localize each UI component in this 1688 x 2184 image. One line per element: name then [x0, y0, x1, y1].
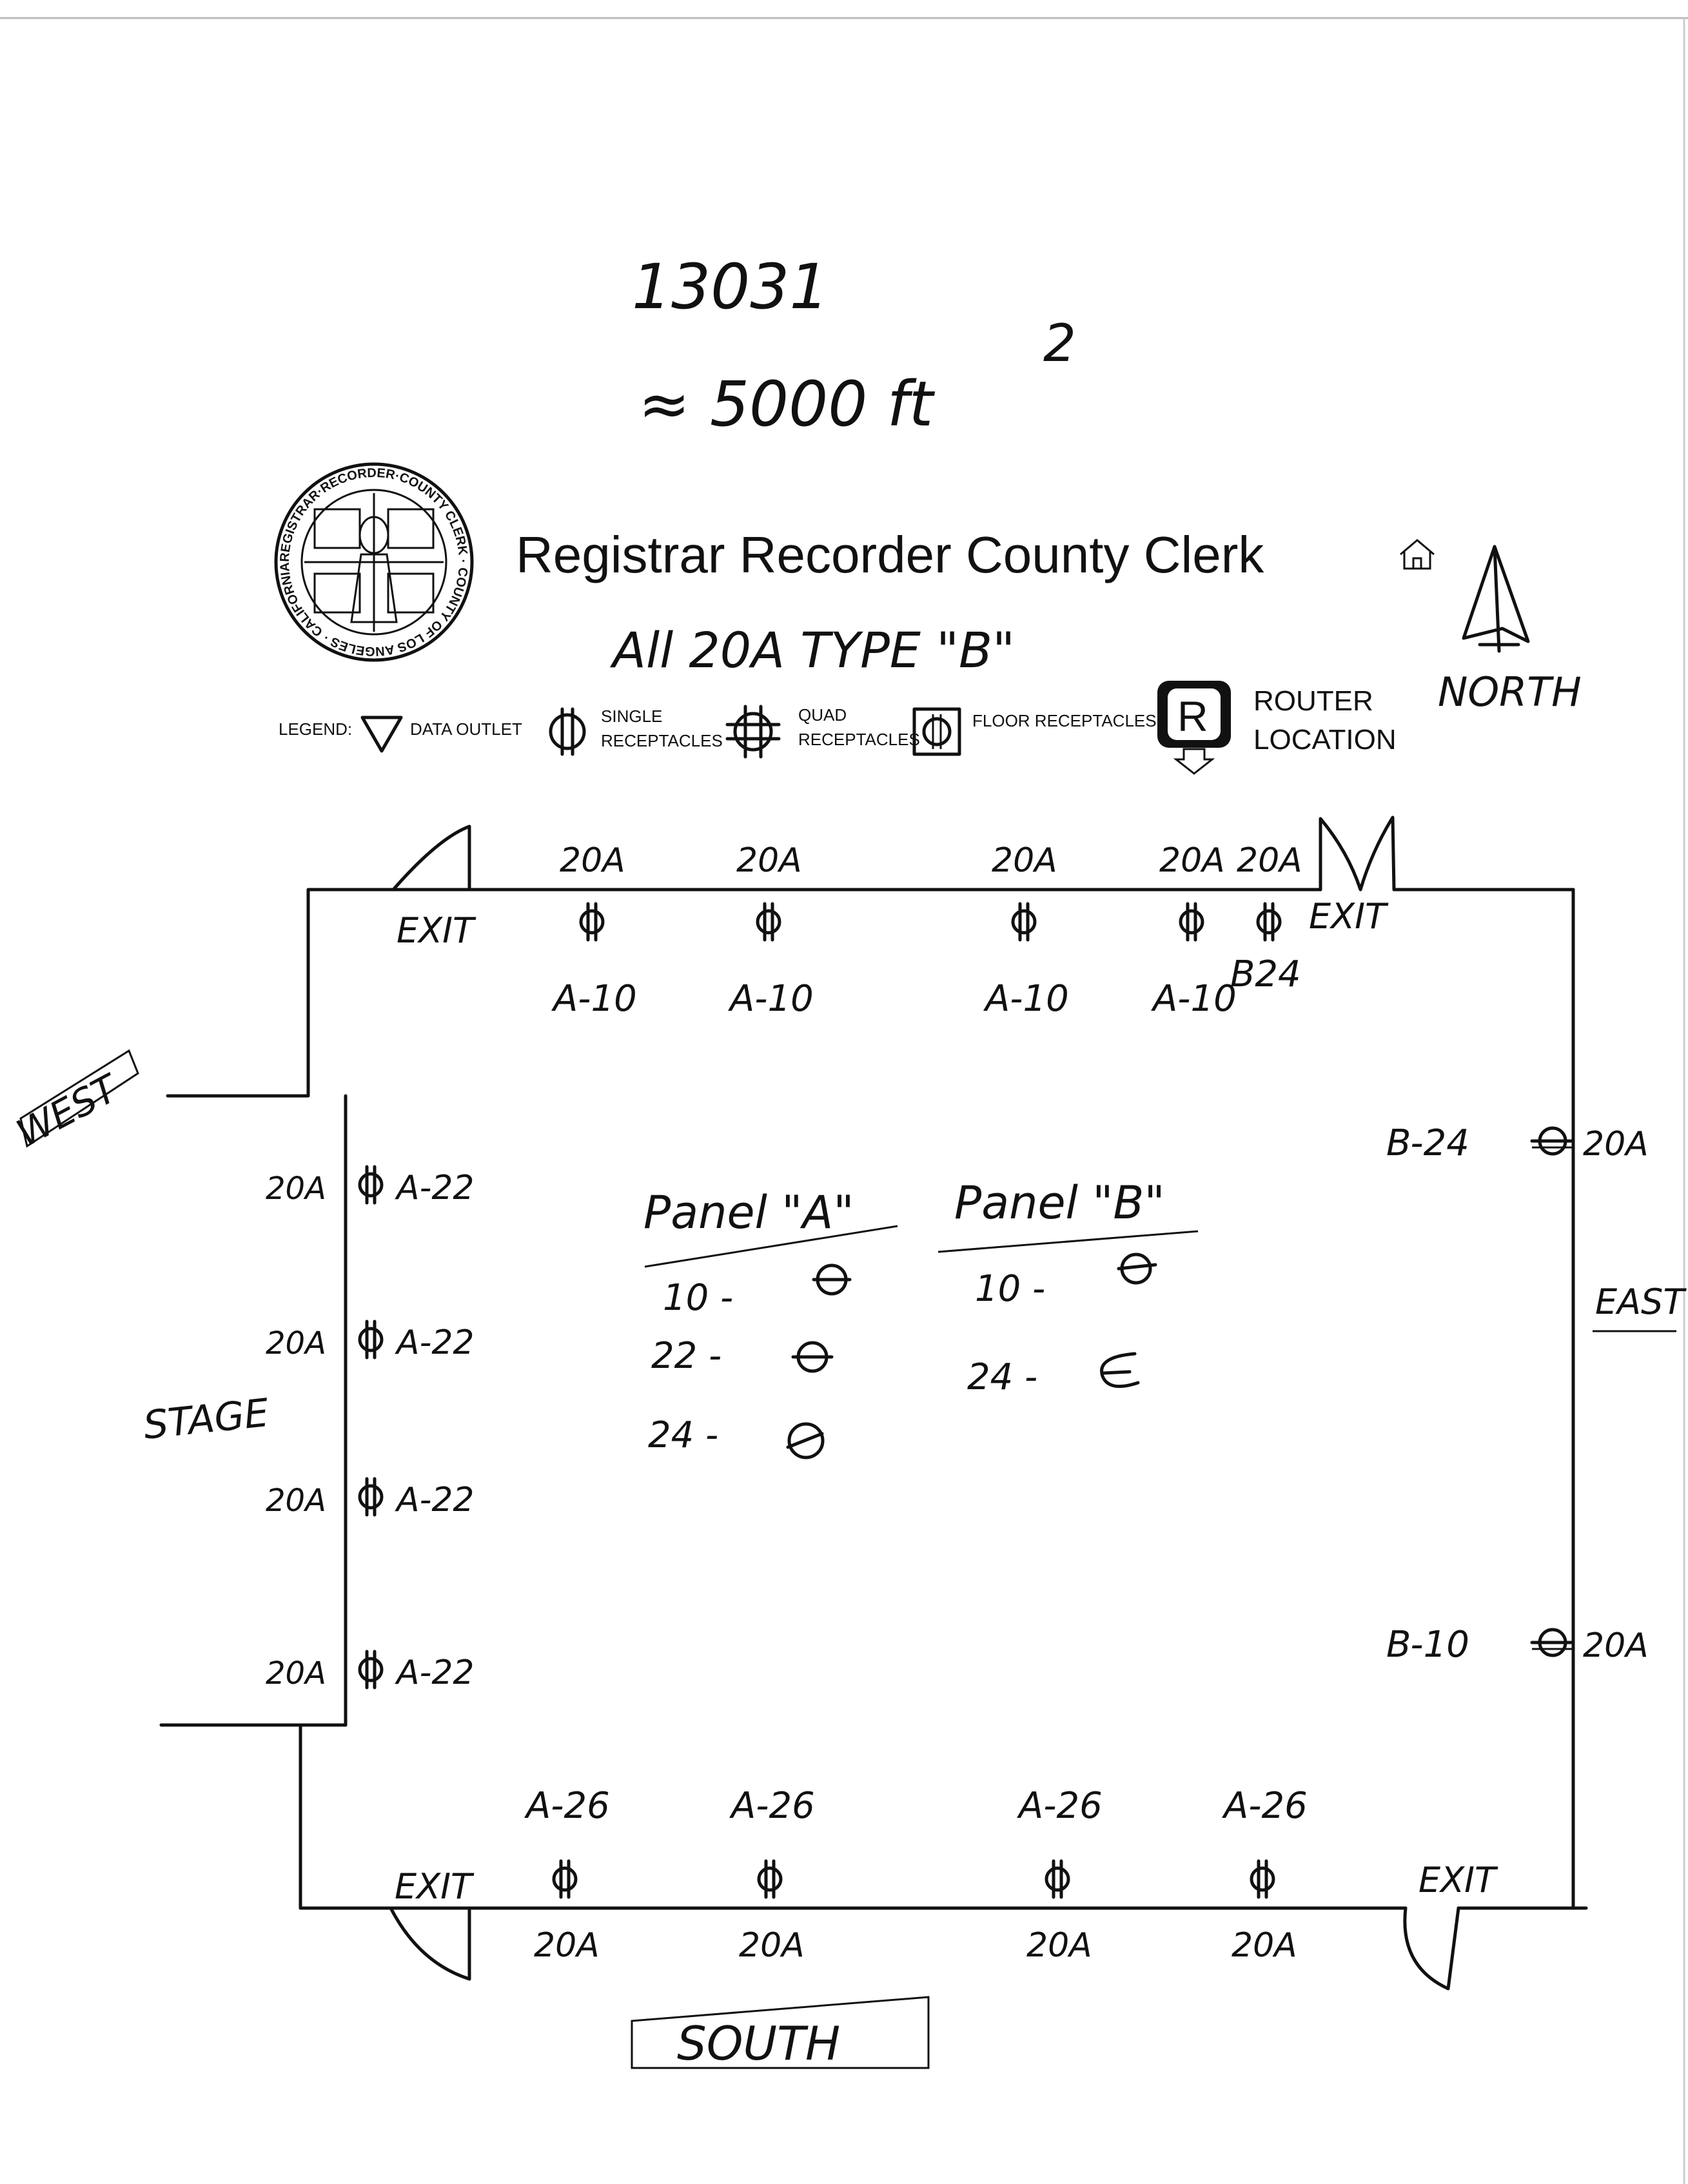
- west-receptacle-icon: [358, 1477, 384, 1517]
- panel-b-title: Panel "B": [954, 1176, 1165, 1229]
- panel-marks: [786, 1253, 1157, 1459]
- svg-text:24 -: 24 -: [967, 1356, 1037, 1398]
- svg-text:ROUTER: ROUTER: [1253, 685, 1373, 717]
- svg-text:RECEPTACLES: RECEPTACLES: [798, 730, 920, 749]
- exit-ne: EXIT: [1309, 896, 1389, 937]
- south-amp-label: 20A: [1232, 1926, 1297, 1965]
- north-amp-label: 20A: [560, 841, 625, 880]
- svg-text:RECEPTACLES: RECEPTACLES: [601, 731, 723, 750]
- west-receptacle-icon: [358, 1165, 384, 1205]
- south-receptacle-icon: [552, 1859, 578, 1899]
- south-receptacle-icon: [1045, 1859, 1070, 1899]
- west-amp-label: 20A: [266, 1325, 326, 1361]
- svg-text:24 -: 24 -: [648, 1414, 718, 1456]
- east-receptacle-icon: [1530, 1628, 1575, 1657]
- floor-mark: [1117, 1253, 1157, 1285]
- south-circuit-label: A-26: [524, 1785, 610, 1827]
- router-location-icon: [1157, 681, 1231, 775]
- west-amp-label: 20A: [266, 1483, 326, 1519]
- exit-sw: EXIT: [395, 1866, 475, 1907]
- west-circuit-label: A-22: [395, 1169, 475, 1207]
- svg-text:LOCATION: LOCATION: [1253, 724, 1397, 756]
- floor-receptacle-icon: [912, 707, 961, 756]
- north-circuit-label: A-10: [983, 978, 1069, 1020]
- svg-text:22 -: 22 -: [651, 1335, 721, 1377]
- south-circuit-label: A-26: [1017, 1785, 1103, 1827]
- exit-nw: EXIT: [397, 910, 476, 951]
- area-exponent: 2: [1043, 313, 1076, 373]
- east-receptacle-icon: [1530, 1126, 1575, 1156]
- south-circuit-label: A-26: [729, 1785, 815, 1827]
- west-circuit-label: A-22: [395, 1653, 475, 1692]
- floor-mark: [791, 1341, 834, 1373]
- south-circuit-label: A-26: [1222, 1785, 1308, 1827]
- north-arrow-icon: [1462, 545, 1530, 653]
- room-walls: [159, 815, 1588, 1991]
- router-letter: R: [1177, 692, 1208, 740]
- svg-text:10 -: 10 -: [975, 1268, 1045, 1310]
- south-receptacle-icon: [1250, 1859, 1275, 1899]
- west-circuit-label: A-22: [395, 1481, 475, 1519]
- west-receptacle-icon: [358, 1320, 384, 1360]
- east-circuit-label: B-24: [1386, 1122, 1469, 1164]
- north-receptacle-icon: [1256, 902, 1282, 942]
- north-amp-label: 20A: [1159, 841, 1225, 880]
- panel-a-title: Panel "A": [643, 1186, 854, 1239]
- west-label: WEST: [10, 1065, 128, 1155]
- east-label: EAST: [1595, 1282, 1687, 1322]
- svg-text:DATA OUTLET: DATA OUTLET: [410, 719, 522, 739]
- north-amp-label: 20A: [992, 841, 1057, 880]
- panel-b-schedule: Panel "B" 10 - 24 -: [937, 1176, 1199, 1398]
- west-receptacle-icon: [358, 1650, 384, 1690]
- floor-mark: [1102, 1370, 1132, 1375]
- exit-se: EXIT: [1418, 1860, 1498, 1900]
- north-circuit-label: B24: [1230, 953, 1301, 995]
- panel-a-schedule: Panel "A" 10 - 22 - 24 -: [643, 1186, 898, 1456]
- svg-text:10 -: 10 -: [663, 1277, 733, 1319]
- west-label-box: [19, 1049, 139, 1148]
- north-amp-label: 20A: [1237, 841, 1302, 880]
- legend: LEGEND: DATA OUTLET SINGLE RECEPTACLES Q…: [279, 681, 1397, 775]
- north-circuit-label: A-10: [551, 978, 637, 1020]
- south-label: SOUTH: [677, 2016, 840, 2071]
- north-receptacle-icon: [756, 902, 781, 942]
- org-title: Registrar Recorder County Clerk: [516, 526, 1264, 583]
- south-label-box: [631, 1996, 930, 2069]
- north-receptacle-icon: [579, 902, 605, 942]
- quad-receptacle-icon: [725, 705, 781, 759]
- south-amp-label: 20A: [534, 1926, 600, 1965]
- home-icon: [1400, 539, 1435, 570]
- data-outlet-icon: [360, 716, 403, 753]
- svg-text:QUAD: QUAD: [798, 705, 847, 725]
- svg-text:SINGLE: SINGLE: [601, 707, 662, 726]
- floor-mark: [1100, 1352, 1140, 1389]
- north-amp-label: 20A: [736, 841, 802, 880]
- svg-text:FLOOR RECEPTACLES: FLOOR RECEPTACLES: [972, 711, 1157, 730]
- south-receptacle-icon: [757, 1859, 783, 1899]
- county-seal-icon: REGISTRAR·RECORDER·COUNTY CLERK · COUNTY…: [274, 462, 474, 662]
- north-circuit-label: A-10: [728, 978, 814, 1020]
- north-circuit-label: A-10: [1151, 978, 1237, 1020]
- east-amp-label: 20A: [1583, 1125, 1649, 1164]
- floor-mark: [812, 1263, 852, 1296]
- east-circuit-label: B-10: [1386, 1624, 1469, 1666]
- north-receptacle-icon: [1011, 902, 1037, 942]
- south-amp-label: 20A: [739, 1926, 805, 1965]
- site-number: 13031: [632, 251, 829, 323]
- floor-mark: [786, 1422, 825, 1459]
- west-amp-label: 20A: [266, 1171, 326, 1207]
- south-amp-label: 20A: [1026, 1926, 1092, 1965]
- stage-label: STAGE: [141, 1390, 271, 1448]
- east-amp-label: 20A: [1583, 1626, 1649, 1665]
- north-receptacle-icon: [1179, 902, 1204, 942]
- area-estimate: ≈ 5000 ft: [638, 368, 936, 440]
- north-label: NORTH: [1438, 668, 1582, 716]
- west-circuit-label: A-22: [395, 1323, 475, 1362]
- legend-label: LEGEND:: [279, 719, 352, 739]
- power-note: All 20A TYPE "B": [609, 621, 1015, 679]
- single-receptacle-icon: [549, 707, 586, 756]
- west-amp-label: 20A: [266, 1655, 326, 1692]
